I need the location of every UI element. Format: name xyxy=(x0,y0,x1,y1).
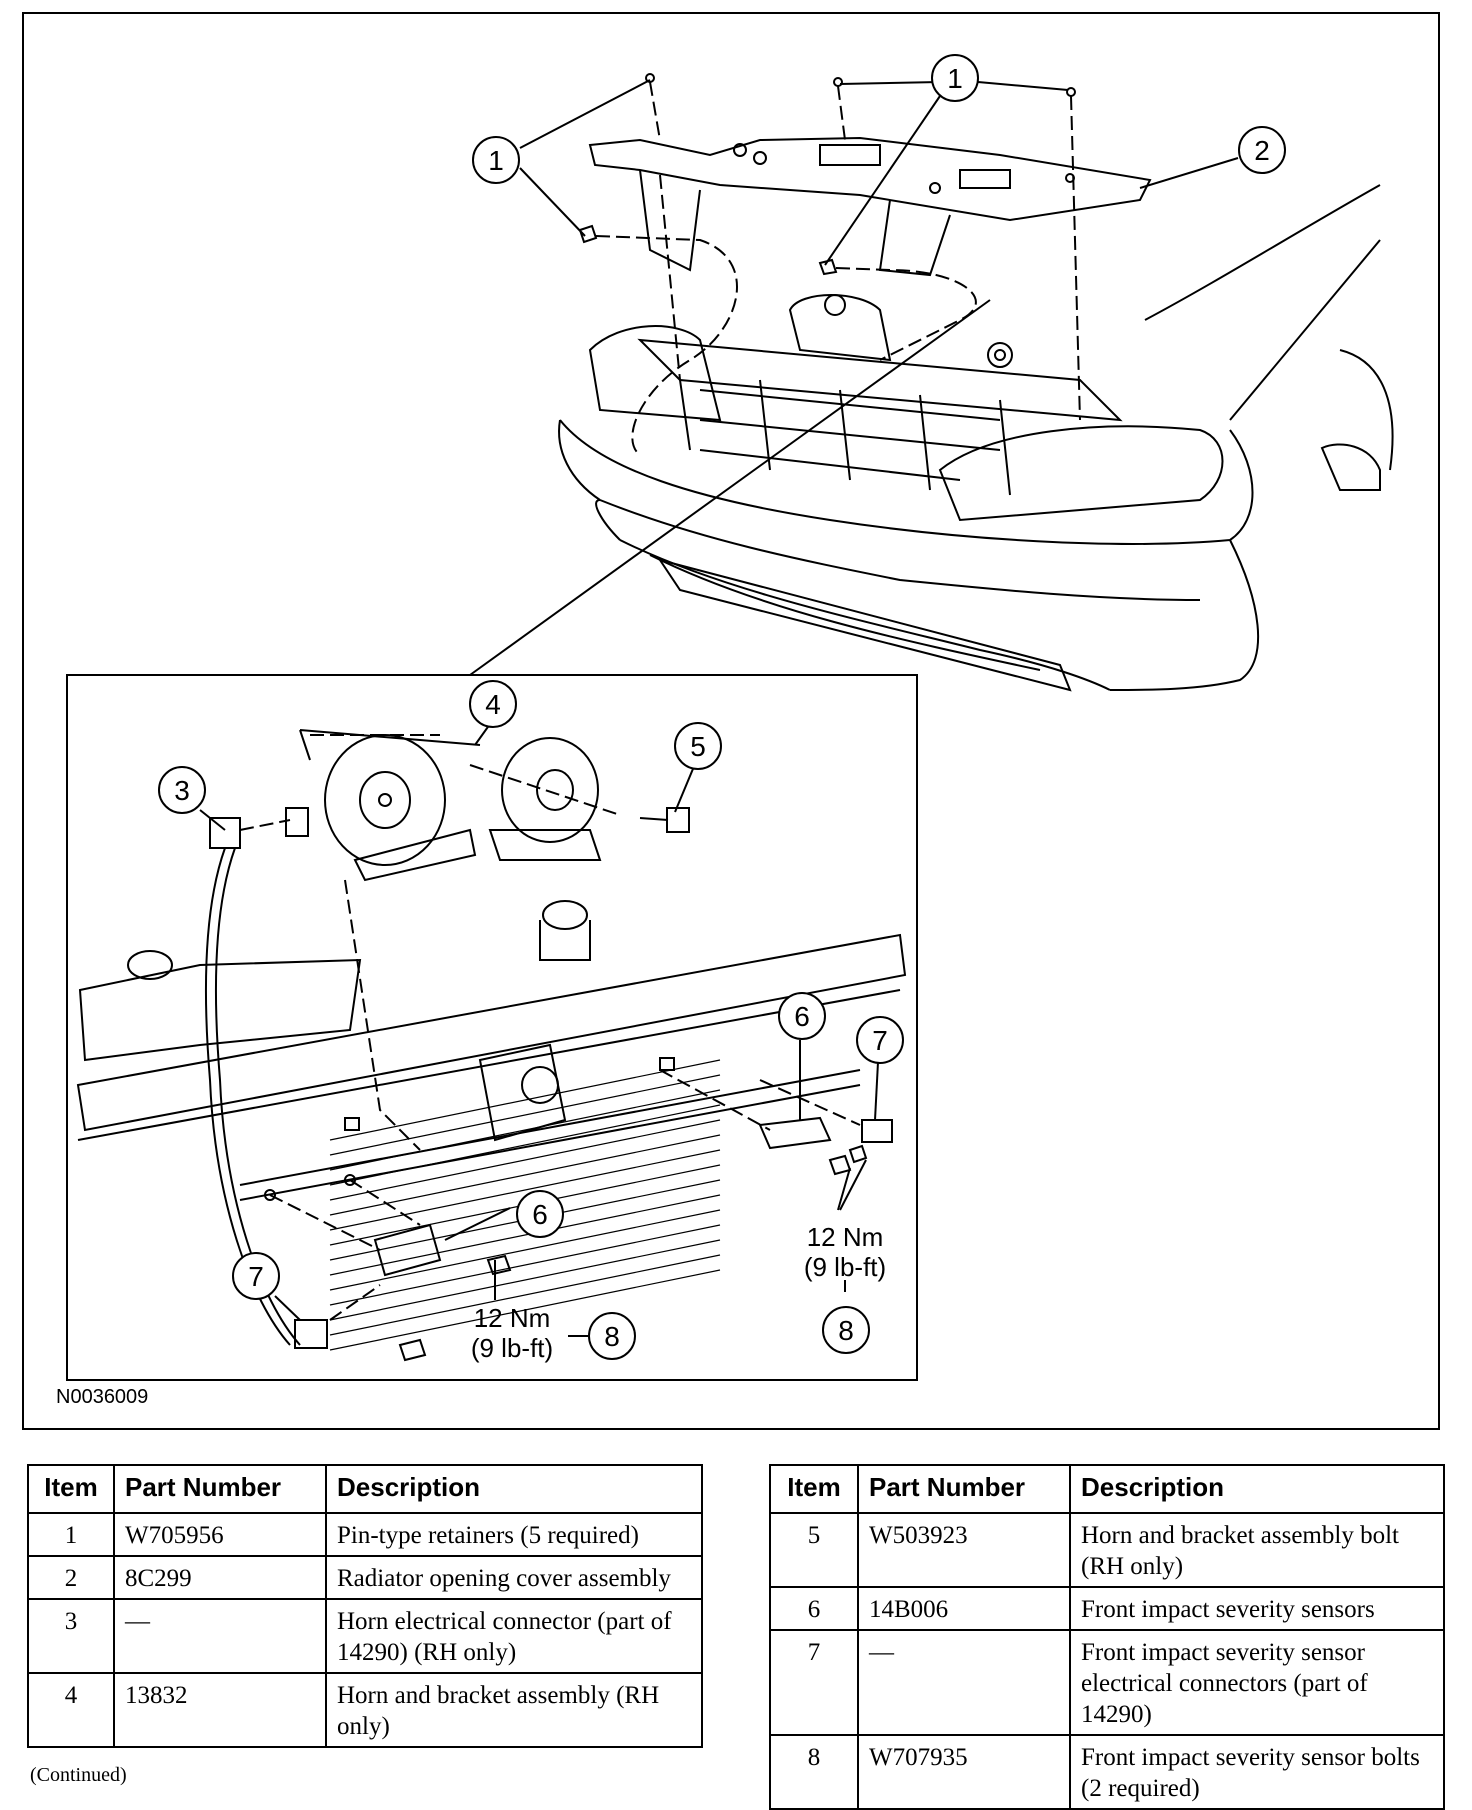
item-number: 7 xyxy=(769,1629,859,1736)
part-number: 14B006 xyxy=(857,1586,1071,1631)
detail-view-frame xyxy=(66,674,918,1381)
table-row: 5 W503923 Horn and bracket assembly bolt… xyxy=(769,1512,1445,1588)
callout-5: 5 xyxy=(674,722,722,770)
callout-1-top: 1 xyxy=(931,54,979,102)
header-description: Description xyxy=(325,1464,703,1514)
part-number: 8C299 xyxy=(113,1555,327,1600)
header-item: Item xyxy=(769,1464,859,1514)
part-number: — xyxy=(857,1629,1071,1736)
callout-7-left: 7 xyxy=(232,1252,280,1300)
table-row: 4 13832 Horn and bracket assembly (RH on… xyxy=(27,1672,703,1748)
item-number: 2 xyxy=(27,1555,115,1600)
callout-4: 4 xyxy=(469,680,517,728)
parts-table-left: Item Part Number Description 1 W705956 P… xyxy=(27,1464,703,1748)
callout-8-right: 8 xyxy=(822,1306,870,1354)
continued-note: (Continued) xyxy=(30,1764,127,1786)
part-number: W705956 xyxy=(113,1512,327,1557)
part-number: — xyxy=(113,1598,327,1674)
torque-right-nm: 12 Nm xyxy=(807,1222,884,1252)
detail-callout-leaders xyxy=(199,723,879,1321)
item-number: 5 xyxy=(769,1512,859,1588)
table-row: 8 W707935 Front impact severity sensor b… xyxy=(769,1734,1445,1810)
part-description: Horn and bracket assembly bolt (RH only) xyxy=(1069,1512,1445,1588)
item-number: 8 xyxy=(769,1734,859,1810)
part-number: 13832 xyxy=(113,1672,327,1748)
torque-right-lbft: (9 lb-ft) xyxy=(804,1252,886,1282)
detail-leader-lines xyxy=(239,734,861,1321)
callout-6-left: 6 xyxy=(516,1190,564,1238)
parts-table-right: Item Part Number Description 5 W503923 H… xyxy=(769,1464,1445,1810)
svg-text:3: 3 xyxy=(174,775,190,806)
svg-text:1: 1 xyxy=(947,63,963,94)
callout-6-right: 6 xyxy=(778,992,826,1040)
callouts: 1 1 2 3 4 5 6 6 xyxy=(158,54,1286,1360)
figure-id: N0036009 xyxy=(56,1386,148,1408)
exploded-view-illustration: 1 1 2 3 4 5 6 6 xyxy=(56,54,1394,1408)
svg-text:4: 4 xyxy=(485,689,501,720)
part-description: Horn electrical connector (part of 14290… xyxy=(325,1598,703,1674)
svg-text:5: 5 xyxy=(690,731,706,762)
header-item: Item xyxy=(27,1464,115,1514)
callout-8-left: 8 xyxy=(588,1312,636,1360)
svg-text:6: 6 xyxy=(794,1001,810,1032)
svg-text:7: 7 xyxy=(248,1261,264,1292)
torque-left-lbft: (9 lb-ft) xyxy=(471,1333,553,1363)
svg-text:1: 1 xyxy=(488,145,504,176)
svg-text:7: 7 xyxy=(872,1025,888,1056)
vehicle-front-drawing xyxy=(558,73,1394,692)
part-description: Pin-type retainers (5 required) xyxy=(325,1512,703,1557)
part-description: Front impact severity sensor bolts (2 re… xyxy=(1069,1734,1445,1810)
figure-frame xyxy=(22,12,1440,1430)
callout-1-left: 1 xyxy=(472,136,520,184)
header-part-number: Part Number xyxy=(857,1464,1071,1514)
part-number: W503923 xyxy=(857,1512,1071,1588)
callout-2: 2 xyxy=(1238,126,1286,174)
svg-text:8: 8 xyxy=(604,1321,620,1352)
part-description: Radiator opening cover assembly xyxy=(325,1555,703,1600)
table-header-row: Item Part Number Description xyxy=(27,1464,703,1514)
table-row: 6 14B006 Front impact severity sensors xyxy=(769,1586,1445,1631)
svg-text:8: 8 xyxy=(838,1315,854,1346)
part-number: W707935 xyxy=(857,1734,1071,1810)
item-number: 6 xyxy=(769,1586,859,1631)
table-header-row: Item Part Number Description xyxy=(769,1464,1445,1514)
item-number: 1 xyxy=(27,1512,115,1557)
upper-callout-leaders xyxy=(469,79,1239,676)
table-row: 1 W705956 Pin-type retainers (5 required… xyxy=(27,1512,703,1557)
detail-view-drawing xyxy=(76,729,907,1362)
table-row: 3 — Horn electrical connector (part of 1… xyxy=(27,1598,703,1674)
item-number: 3 xyxy=(27,1598,115,1674)
part-description: Horn and bracket assembly (RH only) xyxy=(325,1672,703,1748)
item-number: 4 xyxy=(27,1672,115,1748)
callout-7-right: 7 xyxy=(856,1016,904,1064)
table-row: 2 8C299 Radiator opening cover assembly xyxy=(27,1555,703,1600)
part-description: Front impact severity sensor electrical … xyxy=(1069,1629,1445,1736)
callout-3: 3 xyxy=(158,766,206,814)
header-description: Description xyxy=(1069,1464,1445,1514)
svg-text:6: 6 xyxy=(532,1199,548,1230)
table-row: 7 — Front impact severity sensor electri… xyxy=(769,1629,1445,1736)
torque-left-nm: 12 Nm xyxy=(474,1303,551,1333)
part-description: Front impact severity sensors xyxy=(1069,1586,1445,1631)
svg-text:2: 2 xyxy=(1254,135,1270,166)
torque-labels: 12 Nm (9 lb-ft) 12 Nm (9 lb-ft) xyxy=(471,1222,886,1363)
header-part-number: Part Number xyxy=(113,1464,327,1514)
